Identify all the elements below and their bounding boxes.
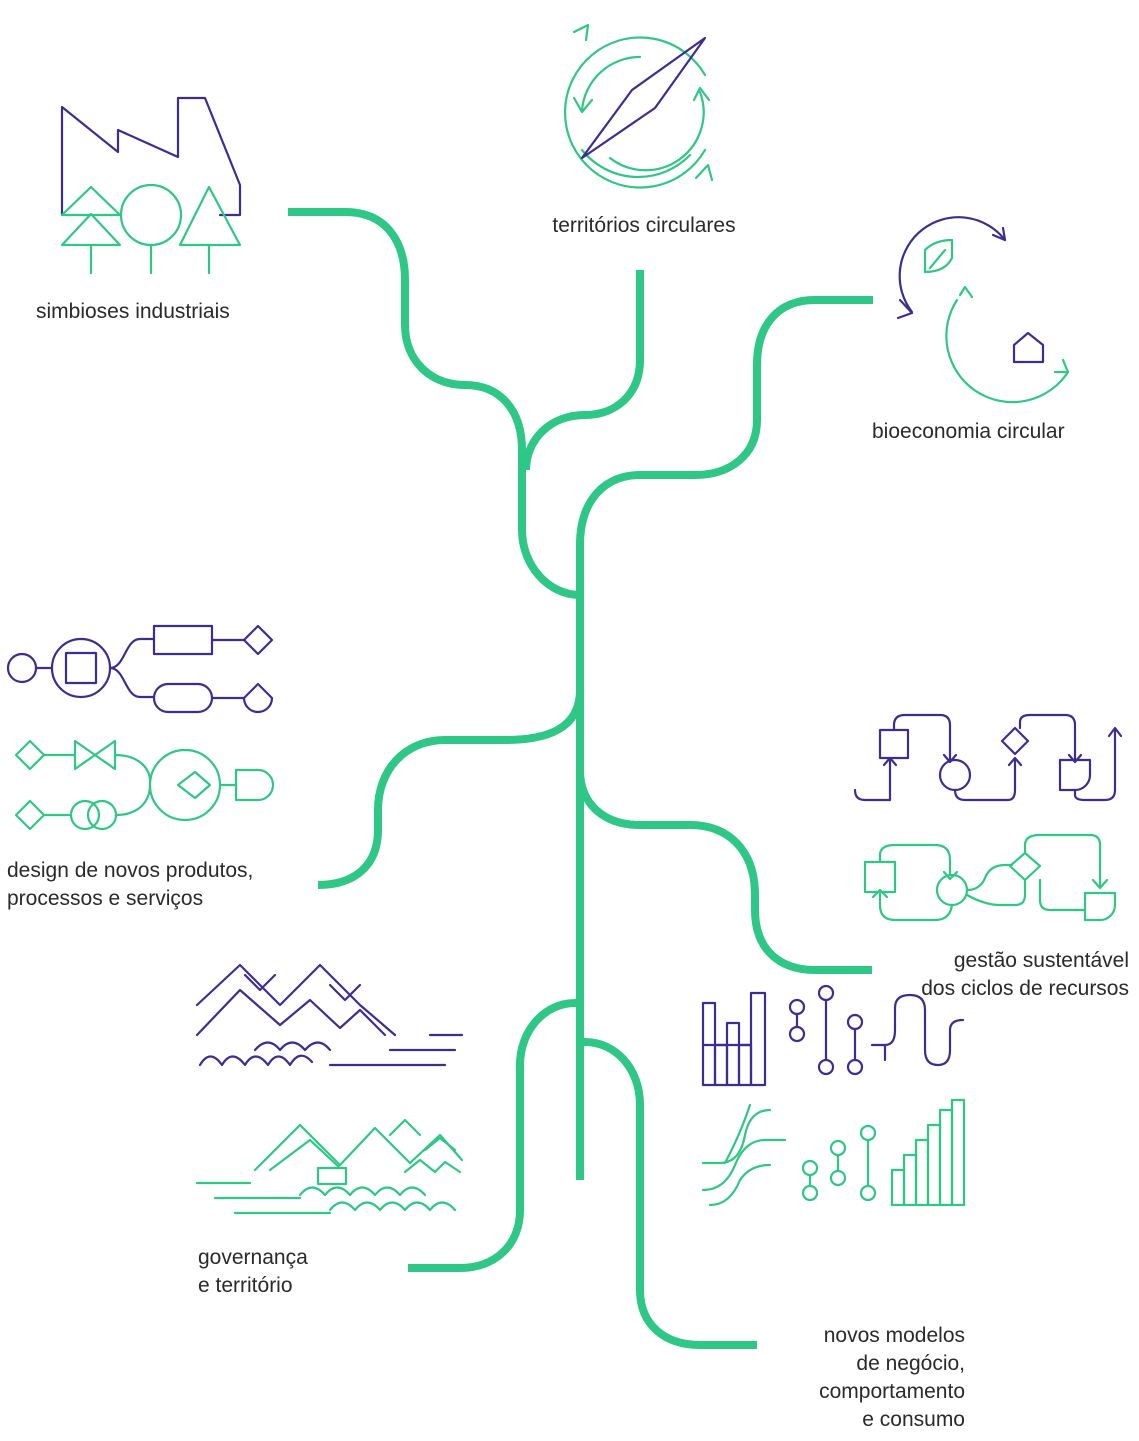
branch-governanca	[408, 999, 580, 1272]
label-simbioses-industriais: simbioses industriais	[36, 300, 230, 323]
branch-bioeconomia	[576, 296, 873, 600]
label-gestao-sustentavel: gestão sustentável dos ciclos de recurso…	[921, 949, 1129, 1000]
label-design-novos-produtos: design de novos produtos, processos e se…	[7, 859, 254, 910]
label-territorios-circulares: territórios circulares	[552, 214, 736, 237]
factory-with-trees-icon	[60, 96, 242, 275]
branch-design	[317, 689, 584, 889]
label-governanca-territorio: governança e território	[198, 1246, 308, 1297]
branch-gestao	[576, 769, 872, 974]
tree-branches	[288, 208, 873, 1349]
landscape-waves-icon	[195, 963, 464, 1215]
label-bioeconomia-circular: bioeconomia circular	[872, 420, 1065, 443]
branch-novos	[580, 1038, 757, 1349]
resource-loop-icon	[853, 713, 1123, 922]
branch-simbioses	[288, 208, 581, 599]
process-flow-icon	[6, 624, 275, 831]
business-model-icon	[701, 984, 966, 1207]
branch-territorios	[522, 270, 644, 471]
leaf-home-cycle-icon	[896, 216, 1070, 404]
compass-cycle-icon	[564, 23, 714, 189]
label-novos-modelos: novos modelos de negócio, comportamento …	[819, 1324, 965, 1431]
